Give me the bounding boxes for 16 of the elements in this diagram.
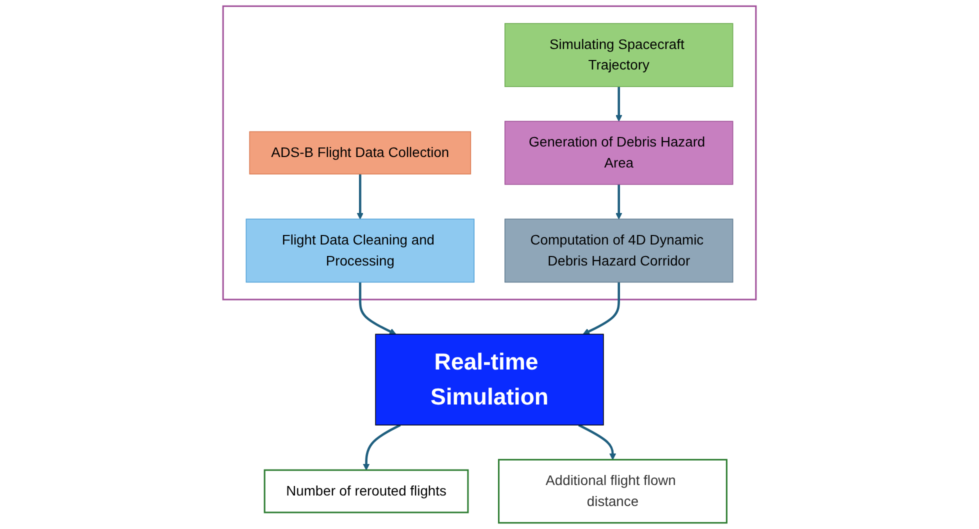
node-box: Flight Data Cleaning and Processing [246,218,474,283]
node-box: Simulating Spacecraft Trajectory [504,23,734,87]
arrow [582,282,620,335]
arrow [578,424,616,460]
node-box: ADS-B Flight Data Collection [249,131,472,174]
node-box: Generation of Debris Hazard Area [504,120,734,185]
arrow [615,86,622,122]
cluster [222,5,757,300]
node-box: Real-time Simulation [375,334,604,426]
node-box: Number of rerouted flights [264,469,469,514]
arrow [358,282,396,335]
arrow [362,424,401,470]
node-box: Computation of 4D Dynamic Debris Hazard Corridor [504,218,734,283]
arrow [356,174,364,220]
node-box: Additional flight flown distance [498,458,728,524]
arrow [615,184,622,220]
